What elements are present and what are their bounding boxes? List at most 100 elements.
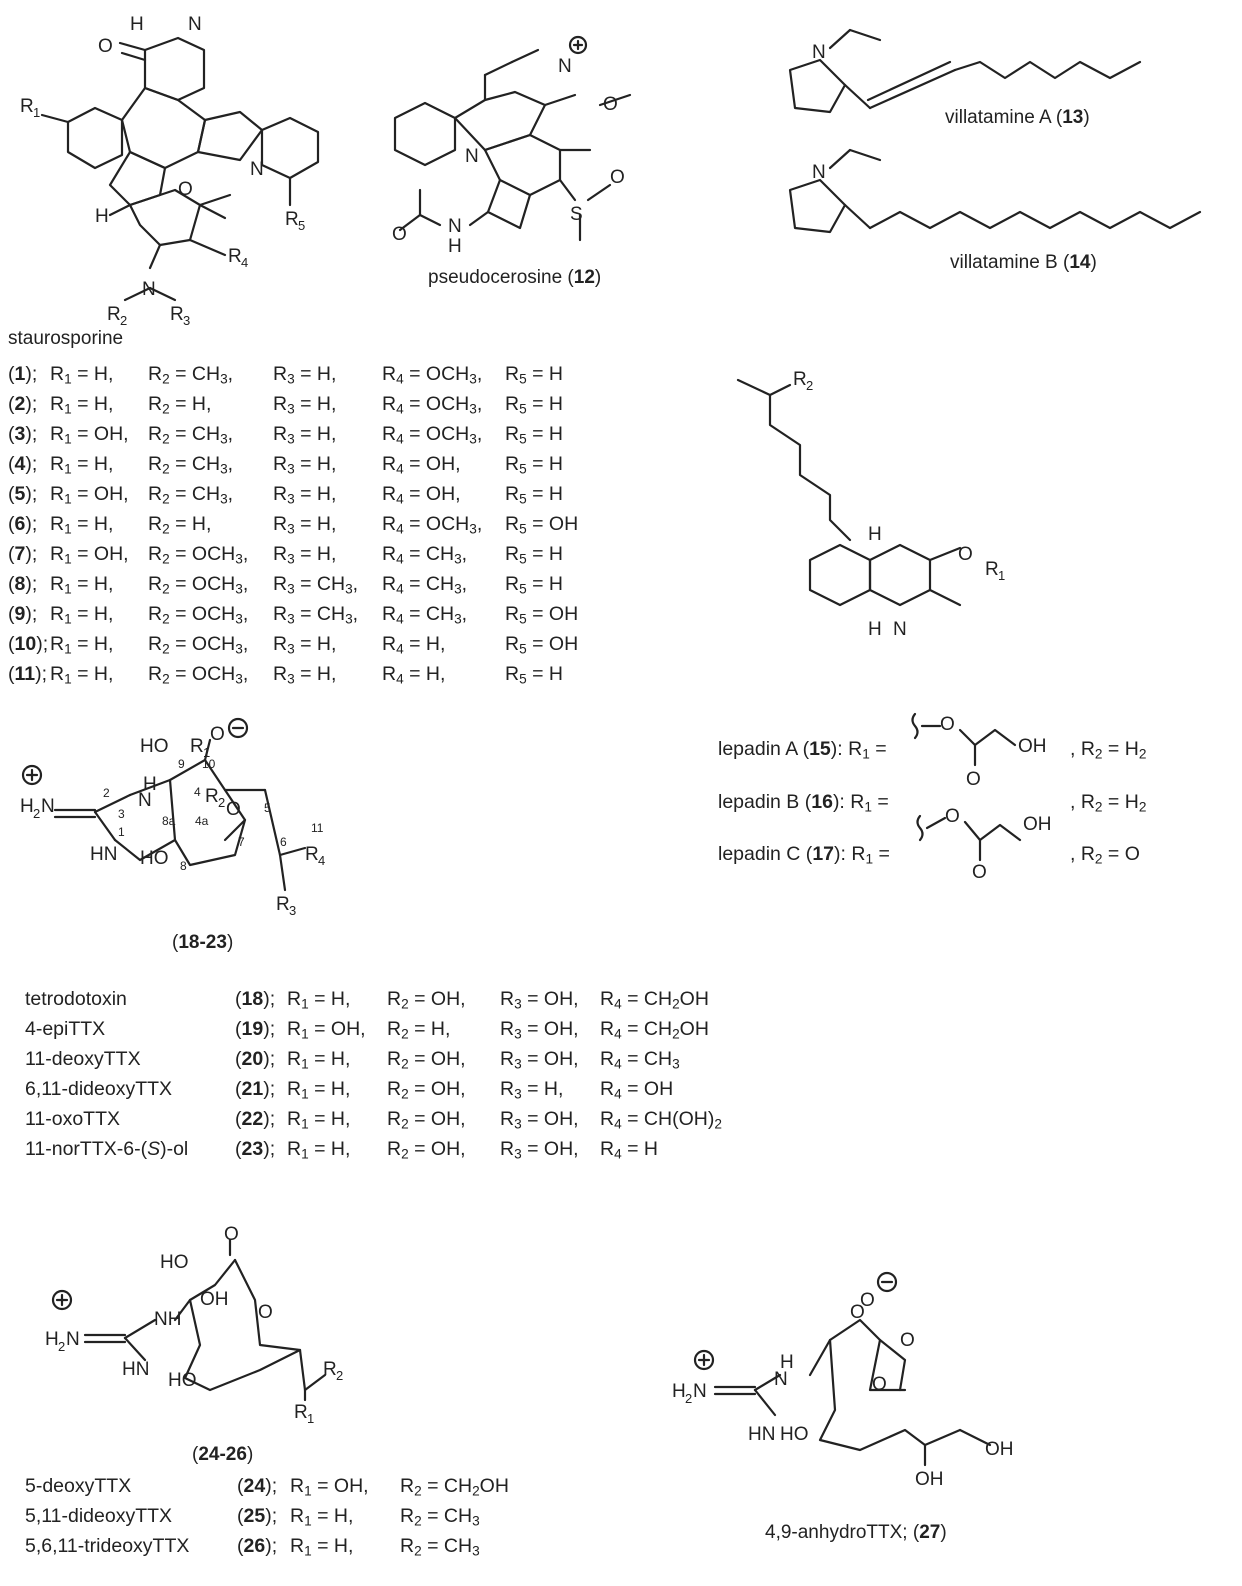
r2-value: R2 = OCH3, (148, 663, 249, 687)
compound-number: (9); (8, 603, 38, 625)
r2-value: , R2 = H2 (1070, 791, 1147, 815)
svg-text:2: 2 (33, 806, 40, 821)
r2-value: R2 = CH3, (148, 483, 234, 507)
svg-text:OH: OH (1018, 736, 1047, 757)
r4-value: R4 = OH (600, 1078, 674, 1102)
svg-text:HO: HO (140, 848, 169, 869)
svg-text:HN: HN (122, 1359, 149, 1380)
r3-value: R3 = H, (500, 1078, 564, 1102)
svg-text:O: O (603, 94, 618, 115)
compound-number: (22); (235, 1108, 276, 1130)
r4-value: R4 = OH, (382, 453, 461, 477)
svg-text:R: R (228, 246, 242, 267)
svg-text:N: N (774, 1369, 788, 1390)
svg-text:2: 2 (103, 786, 110, 800)
svg-text:R: R (793, 369, 807, 390)
svg-text:5: 5 (298, 218, 305, 233)
r5-value: R5 = H (505, 543, 563, 567)
compound-number: (19); (235, 1018, 276, 1040)
svg-text:H: H (130, 14, 144, 35)
svg-text:O: O (958, 544, 973, 565)
r4-value: R4 = OH, (382, 483, 461, 507)
r2-value: R2 = OCH3, (148, 543, 249, 567)
svg-text:N: N (448, 216, 462, 237)
lepadin-name: lepadin A (15): R1 = (718, 738, 887, 762)
svg-text:7: 7 (238, 835, 245, 849)
r1-value: R1 = OH, (50, 483, 129, 507)
anhydrottx-structure: H 2 N H N O O O O HN HO OH OH (672, 1271, 1014, 1490)
svg-text:11: 11 (311, 821, 324, 835)
svg-text:N: N (250, 159, 264, 180)
svg-text:R: R (323, 1359, 337, 1380)
svg-text:O: O (860, 1290, 875, 1311)
svg-text:O: O (210, 724, 225, 745)
svg-text:3: 3 (183, 313, 190, 328)
compound-number: (26); (237, 1535, 278, 1557)
r4-value: R4 = OCH3, (382, 423, 483, 447)
compound-number: (1); (8, 363, 38, 385)
r5-value: R5 = H (505, 423, 563, 447)
compound-number: (10); (8, 633, 49, 655)
svg-text:HN: HN (748, 1424, 775, 1445)
svg-text:N: N (558, 56, 572, 77)
r3-value: R3 = H, (273, 663, 337, 687)
r4-value: R4 = OCH3, (382, 393, 483, 417)
compound-number: (3); (8, 423, 38, 445)
r3-value: R3 = CH3, (273, 573, 359, 597)
r2-value: R2 = CH3, (148, 423, 234, 447)
compound-number: (2); (8, 393, 38, 415)
svg-text:OH: OH (985, 1439, 1014, 1460)
r3-value: R3 = H, (273, 633, 337, 657)
svg-text:1: 1 (998, 568, 1005, 583)
r1-value: R1 = OH, (50, 543, 129, 567)
compound-number: (11); (8, 663, 48, 685)
r5-value: R5 = OH (505, 633, 579, 657)
lepadin-ester-c: O OH O (916, 806, 1052, 883)
svg-text:O: O (966, 769, 981, 790)
svg-text:4: 4 (318, 853, 325, 868)
r3-value: R3 = H, (273, 363, 337, 387)
villatamine-b-label: villatamine B (14) (950, 252, 1097, 273)
r1-value: R1 = OH, (290, 1475, 369, 1499)
svg-text:N: N (66, 1329, 80, 1350)
compound-number: (8); (8, 573, 38, 595)
r4-value: R4 = CH(OH)2 (600, 1108, 722, 1132)
svg-text:2: 2 (58, 1339, 65, 1354)
compound-number: (6); (8, 513, 38, 535)
svg-text:HO: HO (168, 1370, 197, 1391)
compound-number: (7); (8, 543, 38, 565)
svg-text:10: 10 (202, 757, 216, 771)
ttx-core-structure: H 2 N HO H N HN HO O R 1 R 2 O R 4 R 3 1… (20, 717, 325, 918)
r1-value: R1 = OH, (50, 423, 129, 447)
r2-value: R2 = OCH3, (148, 603, 249, 627)
r4-value: R4 = H, (382, 633, 446, 657)
r4-value: R4 = OCH3, (382, 363, 483, 387)
compound-name: 6,11-dideoxyTTX (25, 1078, 173, 1100)
svg-text:2: 2 (806, 378, 813, 393)
svg-text:H: H (20, 796, 34, 817)
r5-value: R5 = H (505, 363, 563, 387)
svg-text:R: R (107, 304, 121, 325)
svg-text:N: N (138, 790, 152, 811)
svg-text:8a: 8a (162, 814, 176, 828)
svg-text:H: H (672, 1381, 686, 1402)
r5-value: R5 = H (505, 453, 563, 477)
svg-text:R: R (285, 209, 299, 230)
compound-name: 11-deoxyTTX (25, 1048, 141, 1070)
r3-value: R3 = OH, (500, 988, 579, 1012)
pseudocerosine-label: pseudocerosine (12) (428, 267, 602, 288)
r3-value: R3 = OH, (500, 1138, 579, 1162)
r2-value: , R2 = H2 (1070, 738, 1147, 762)
r1-value: R1 = H, (287, 988, 351, 1012)
svg-text:N: N (465, 146, 479, 167)
r2-value: R2 = CH3 (400, 1505, 480, 1529)
svg-text:2: 2 (120, 313, 127, 328)
svg-text:2: 2 (685, 1391, 692, 1406)
compound-number: (25); (237, 1505, 278, 1527)
compound-number: (18); (235, 988, 276, 1010)
r3-value: R3 = OH, (500, 1108, 579, 1132)
villatamine-b-structure: N (788, 148, 1202, 234)
r5-value: R5 = H (505, 393, 563, 417)
svg-text:O: O (178, 179, 193, 200)
svg-text:2: 2 (218, 795, 225, 810)
